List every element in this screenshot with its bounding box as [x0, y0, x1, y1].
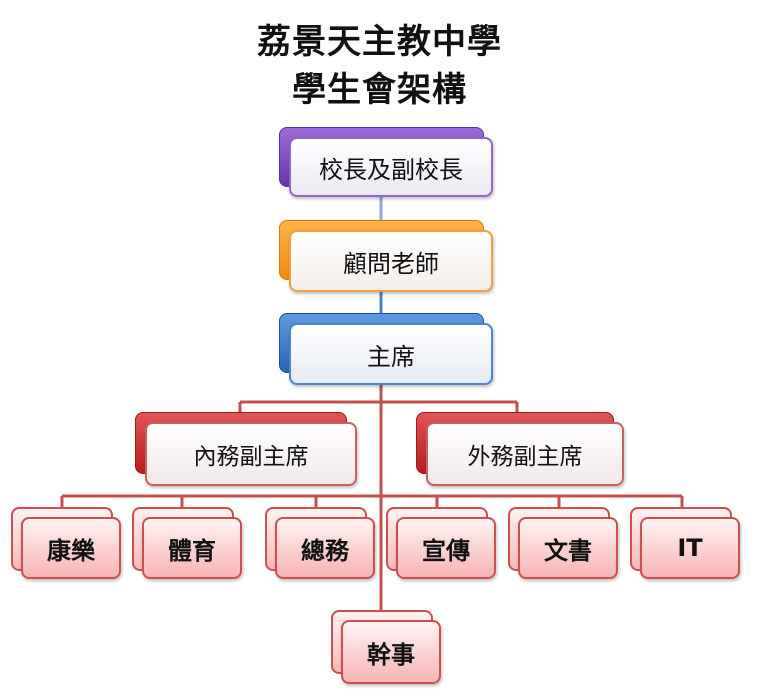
node-it-label: IT	[640, 517, 740, 579]
school-title: 荔景天主教中學	[257, 22, 502, 62]
node-sports-label: 體育	[142, 517, 242, 579]
node-secretary-label: 文書	[518, 517, 618, 579]
node-general-affairs-label: 總務	[275, 517, 375, 579]
node-chairman-label: 主席	[289, 323, 493, 385]
node-publicity-label: 宣傳	[396, 517, 496, 579]
node-advisor-label: 顧問老師	[289, 230, 493, 292]
node-principal-label: 校長及副校長	[289, 137, 493, 197]
chart-title: 學生會架構	[292, 70, 467, 110]
node-officer-label: 幹事	[341, 620, 441, 684]
node-recreation-label: 康樂	[21, 517, 121, 579]
node-vp-external-label: 外務副主席	[426, 422, 624, 486]
node-vp-internal-label: 內務副主席	[145, 422, 357, 486]
